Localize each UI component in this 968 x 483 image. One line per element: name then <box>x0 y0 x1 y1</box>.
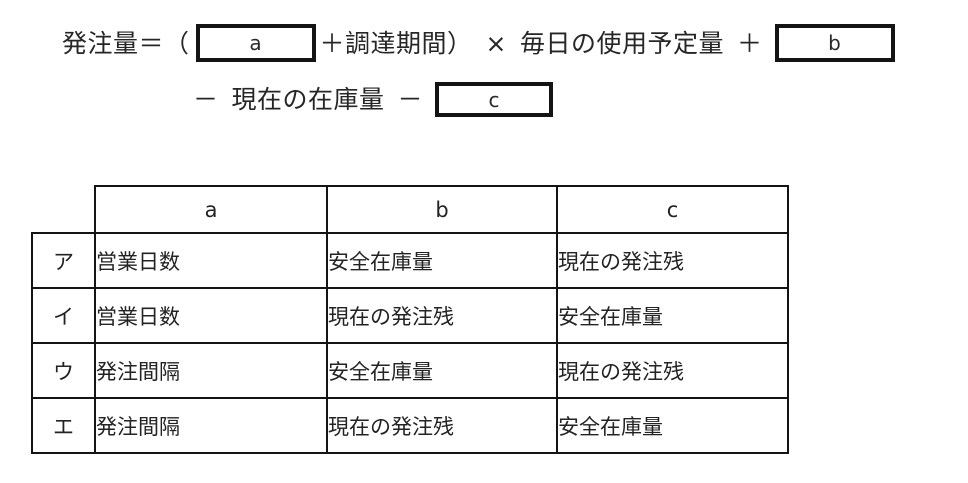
blank-box-c[interactable]: c <box>435 82 554 117</box>
formula-minus-operator-2: － <box>397 85 424 114</box>
formula-current-stock-term: 現在の在庫量 <box>231 85 385 114</box>
option-e-value-b: 現在の発注残 <box>326 397 558 454</box>
table-row[interactable]: エ 発注間隔 現在の発注残 安全在庫量 <box>31 397 789 454</box>
table-corner-blank <box>32 186 95 233</box>
option-u-value-a: 発注間隔 <box>94 342 328 399</box>
option-symbol-e: エ <box>31 397 96 454</box>
table-row[interactable]: イ 営業日数 現在の発注残 安全在庫量 <box>31 287 789 344</box>
option-symbol-a: ア <box>31 232 96 289</box>
option-a-value-b: 安全在庫量 <box>326 232 558 289</box>
column-header-a: a <box>94 185 328 234</box>
option-e-value-a: 発注間隔 <box>94 397 328 454</box>
option-u-value-c: 現在の発注残 <box>556 342 789 399</box>
formula-mid-text: ＋調達期間） <box>319 28 473 58</box>
formula-minus-operator-1: － <box>193 85 219 114</box>
column-header-c: c <box>556 185 789 234</box>
formula-line-2: － 現在の在庫量 － c <box>193 82 554 117</box>
option-symbol-i: イ <box>31 287 96 344</box>
formula-daily-usage-term: 毎日の使用予定量 <box>519 28 724 58</box>
column-header-b: b <box>326 185 558 234</box>
option-i-value-a: 営業日数 <box>94 287 328 344</box>
option-symbol-u: ウ <box>31 342 96 399</box>
option-i-value-c: 安全在庫量 <box>556 287 789 344</box>
blank-box-a[interactable]: a <box>195 24 316 62</box>
formula-lead-text: 発注量＝（ <box>62 28 190 58</box>
option-e-value-c: 安全在庫量 <box>556 397 789 454</box>
answer-options-table: a b c ア 営業日数 安全在庫量 現在の発注残 イ 営業日数 現在の発注残 … <box>31 185 789 454</box>
formula-plus-operator: ＋ <box>737 28 763 58</box>
formula-times-operator: × <box>485 28 507 58</box>
table-row[interactable]: ウ 発注間隔 安全在庫量 現在の発注残 <box>31 342 789 399</box>
option-u-value-b: 安全在庫量 <box>326 342 558 399</box>
table-row[interactable]: ア 営業日数 安全在庫量 現在の発注残 <box>31 232 789 289</box>
option-i-value-b: 現在の発注残 <box>326 287 558 344</box>
formula-line-1: 発注量＝（ a ＋調達期間） × 毎日の使用予定量 ＋ b <box>62 24 895 62</box>
blank-box-b[interactable]: b <box>774 24 895 62</box>
option-a-value-a: 営業日数 <box>94 232 328 289</box>
table-header-row: a b c <box>32 185 789 234</box>
option-a-value-c: 現在の発注残 <box>556 232 789 289</box>
formula-block: 発注量＝（ a ＋調達期間） × 毎日の使用予定量 ＋ b － 現在の在庫量 －… <box>0 0 968 150</box>
